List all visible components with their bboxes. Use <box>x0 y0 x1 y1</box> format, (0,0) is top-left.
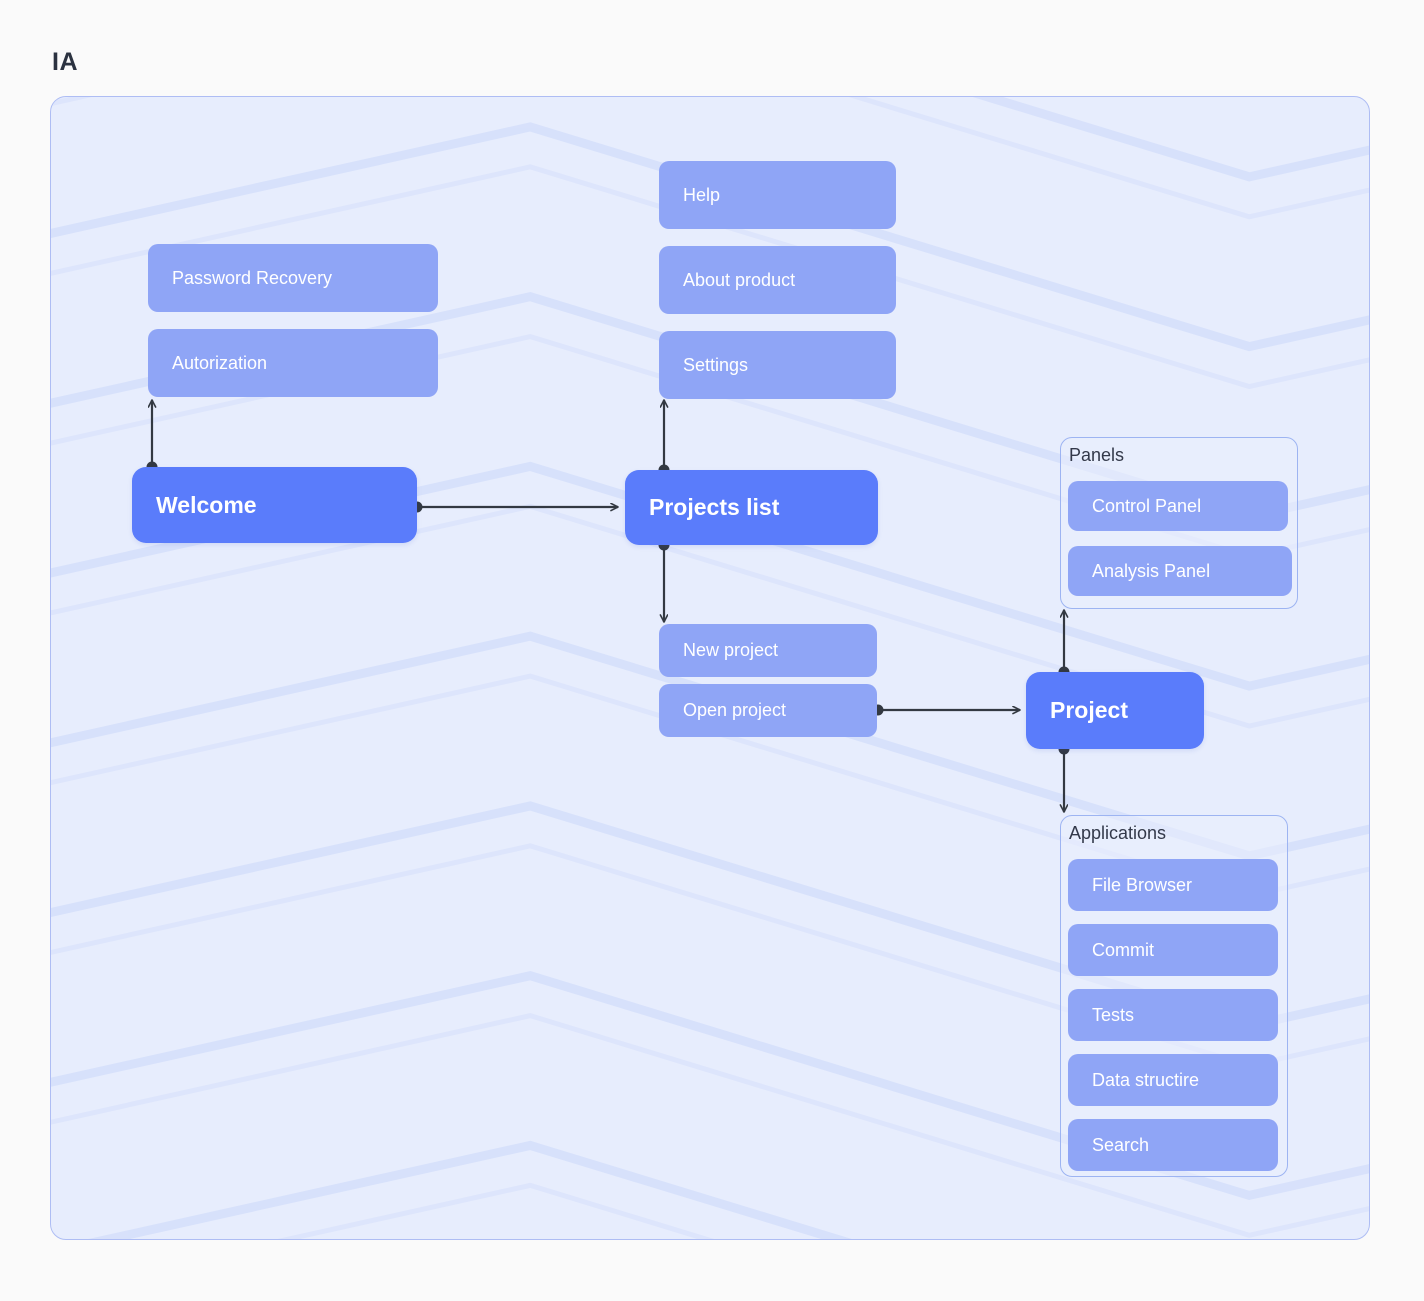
group-item-control-panel[interactable]: Control Panel <box>1068 481 1288 531</box>
node-label: Settings <box>683 354 749 375</box>
node-label: Autorization <box>172 352 268 373</box>
node-open-project[interactable]: Open project <box>659 684 877 737</box>
node-label: Commit <box>1092 939 1154 960</box>
node-label: About product <box>683 269 796 290</box>
node-welcome[interactable]: Welcome <box>132 467 417 543</box>
node-projects-list[interactable]: Projects list <box>625 470 878 545</box>
group-item-search[interactable]: Search <box>1068 1119 1278 1171</box>
group-item-analysis-panel[interactable]: Analysis Panel <box>1068 546 1292 596</box>
node-label: Projects list <box>649 494 780 520</box>
node-new-project[interactable]: New project <box>659 624 877 677</box>
node-label: New project <box>683 640 779 660</box>
node-label: Search <box>1092 1134 1150 1155</box>
node-about-product[interactable]: About product <box>659 246 896 314</box>
node-label: Tests <box>1092 1004 1135 1025</box>
node-project[interactable]: Project <box>1026 672 1204 749</box>
node-label: Control Panel <box>1092 495 1202 516</box>
node-label: Password Recovery <box>172 267 333 288</box>
node-label: File Browser <box>1092 874 1193 895</box>
node-help[interactable]: Help <box>659 161 896 229</box>
group-item-data-structire[interactable]: Data structire <box>1068 1054 1278 1106</box>
node-label: Data structire <box>1092 1069 1200 1090</box>
node-settings[interactable]: Settings <box>659 331 896 399</box>
node-password-recovery[interactable]: Password Recovery <box>148 244 438 312</box>
group-applications-title: Applications <box>1069 823 1167 843</box>
node-label: Welcome <box>156 491 257 518</box>
node-autorization[interactable]: Autorization <box>148 329 438 397</box>
page-title: IA <box>52 48 78 76</box>
node-label: Project <box>1050 697 1128 723</box>
diagram-canvas: Password Recovery Autorization Welcome H… <box>50 96 1370 1240</box>
group-item-commit[interactable]: Commit <box>1068 924 1278 976</box>
node-label: Open project <box>683 700 787 720</box>
group-item-file-browser[interactable]: File Browser <box>1068 859 1278 911</box>
node-label: Help <box>683 184 721 205</box>
node-label: Analysis Panel <box>1092 560 1211 581</box>
group-item-tests[interactable]: Tests <box>1068 989 1278 1041</box>
group-panels-title: Panels <box>1069 445 1125 465</box>
